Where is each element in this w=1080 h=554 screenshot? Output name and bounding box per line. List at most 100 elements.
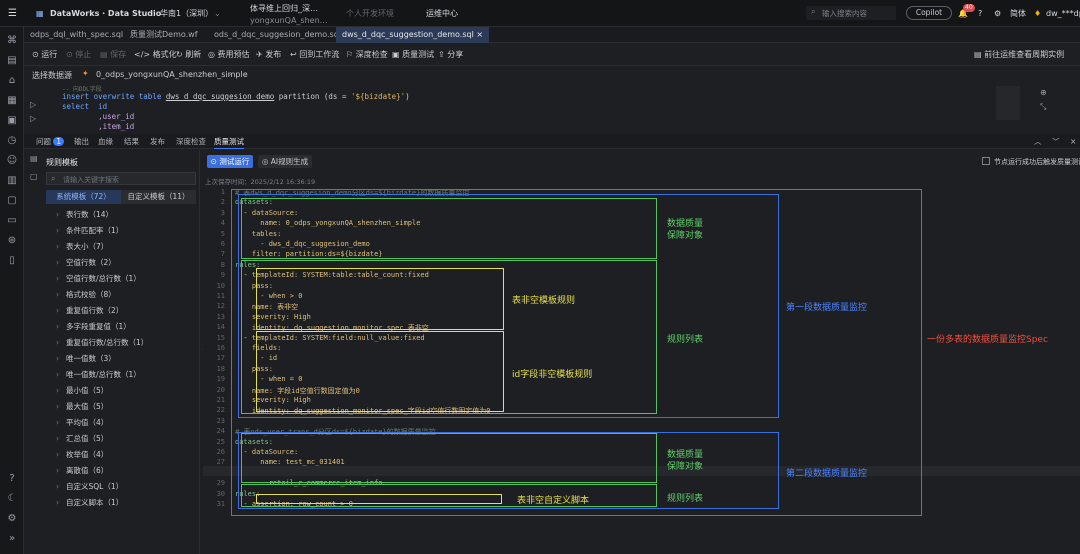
compress-icon[interactable]: ⤡ (1040, 102, 1047, 111)
tab-deep-check[interactable]: 深度检查 (176, 137, 206, 146)
doc-icon[interactable]: ▢ (30, 172, 38, 181)
database-icon[interactable]: ▤ (7, 55, 17, 66)
template-tree-item[interactable]: ›汇总值（5） (56, 432, 108, 445)
clock-icon[interactable]: ◷ (7, 135, 17, 146)
gear-icon[interactable]: ⚙ (7, 513, 17, 524)
workspace-select[interactable]: 体寻维上回归_深… yongxunQA_shen… (250, 3, 328, 30)
deep-check-button[interactable]: ⚐ 深度检查 (346, 50, 388, 59)
chevron-down-icon: ⌄ (226, 69, 233, 78)
code-line: datasets: (235, 437, 273, 446)
bell-icon[interactable]: 🔔 (958, 9, 968, 18)
template-tree-item[interactable]: ›表行数（14） (56, 208, 113, 221)
tab-quality-test[interactable]: 质量测试 (214, 134, 244, 149)
env-select[interactable]: 个人开发环境 (346, 9, 394, 18)
template-search[interactable]: ⌕ 请输入关键字搜索 (46, 172, 196, 185)
publish-button[interactable]: ✈ 发布 (256, 50, 282, 59)
template-tree-item[interactable]: ›最小值（5） (56, 384, 108, 397)
datasource-select[interactable]: 0_odps_yongxunQA_shenzhen_simple (96, 70, 248, 79)
template-tree-item[interactable]: ›最大值（5） (56, 400, 108, 413)
template-tree-item[interactable]: ›唯一值数（3） (56, 352, 116, 365)
region-select[interactable]: 华南1（深圳） (160, 9, 214, 18)
template-tree-item-label: 最小值（5） (66, 386, 109, 395)
template-tree-item[interactable]: ›平均值（4） (56, 416, 108, 429)
play-icon[interactable]: ▷ (30, 100, 37, 109)
chevron-up-icon[interactable]: ︿ (1034, 137, 1042, 146)
template-tree-item[interactable]: ›条件匹配率（1） (56, 224, 123, 237)
search-box[interactable]: ⌕ 输入搜索内容 (806, 6, 896, 20)
close-icon[interactable]: × (476, 30, 484, 39)
tab-file-3[interactable]: ods_d_dqc_suggesion_demo.sql (214, 30, 342, 39)
template-tree-item[interactable]: ›重复值行数/总行数（1） (56, 336, 148, 349)
line-number: 1 (220, 188, 225, 196)
trash-icon[interactable]: ▯ (9, 255, 15, 266)
template-tree-item[interactable]: ›多字段重复值（1） (56, 320, 131, 333)
run-label: 运行 (41, 50, 58, 59)
format-button[interactable]: </> 格式化 (134, 50, 177, 59)
template-tree-item[interactable]: ›空值行数（2） (56, 256, 116, 269)
stop-button[interactable]: ⊙ 停止 (66, 50, 92, 59)
chevron-down-icon[interactable]: ﹀ (1052, 137, 1060, 146)
copilot-button[interactable]: Copilot (906, 6, 952, 20)
annot-dataset-1b: 保障对象 (667, 231, 704, 241)
template-tree-item[interactable]: ›自定义脚本（1） (56, 496, 123, 509)
workflow-button[interactable]: ↩ 回到工作流 (290, 50, 340, 59)
goto-ops-button[interactable]: ▤ 前往运维查看周期实例 (974, 50, 1065, 59)
template-tree-item[interactable]: ›重复值行数（2） (56, 304, 123, 317)
top-bar: ☰ ▦ DataWorks · Data Studio 华南1（深圳） ⌄ 体寻… (0, 0, 1080, 27)
search-input[interactable]: 输入搜索内容 (822, 9, 867, 18)
tab-output[interactable]: 输出 (74, 137, 89, 146)
table-icon[interactable]: ▦ (7, 95, 17, 106)
locate-icon[interactable]: ⊕ (1040, 88, 1047, 97)
home-icon[interactable]: ⌂ (8, 75, 16, 86)
moon-icon[interactable]: ☾ (7, 493, 17, 504)
sql-editor[interactable]: ▷ ▷ -- 向DDL字段 insert overwrite table dws… (24, 84, 1080, 134)
tab-file-4[interactable]: dws_d_dqc_suggestion_demo.sql × (336, 27, 490, 43)
run-button[interactable]: ⊙ 运行 (32, 50, 58, 59)
save-button[interactable]: ▤ 保存 (100, 50, 127, 59)
message-icon[interactable]: ▭ (7, 215, 17, 226)
ops-center-link[interactable]: 运维中心 (426, 9, 458, 18)
file-icon[interactable]: ▢ (7, 195, 17, 206)
play-icon[interactable]: ▷ (30, 114, 37, 123)
settings-icon[interactable]: ⊛ (7, 235, 17, 246)
tab-lineage[interactable]: 血缘 (98, 137, 113, 146)
close-icon[interactable]: × (1070, 137, 1077, 146)
template-tree-item[interactable]: ›表大小（7） (56, 240, 108, 253)
list-icon[interactable]: ▤ (30, 154, 38, 163)
menu-icon[interactable]: ☰ (8, 8, 17, 19)
help-icon[interactable]: ? (978, 9, 983, 18)
template-tree-item[interactable]: ›格式校验（8） (56, 288, 116, 301)
code-icon[interactable]: ⌘ (7, 35, 17, 46)
minimap[interactable] (996, 86, 1020, 120)
template-search-input[interactable]: 请输入关键字搜索 (63, 176, 119, 184)
tab-publish[interactable]: 发布 (150, 137, 165, 146)
calendar-icon[interactable]: ▣ (7, 115, 17, 126)
tab-file-2[interactable]: 质量测试Demo.wf (130, 30, 198, 39)
cost-button[interactable]: ◎ 费用预估 (208, 50, 250, 59)
template-tree-item[interactable]: ›唯一值数/总行数（1） (56, 368, 141, 381)
refresh-button[interactable]: ↻ 刷新 (176, 50, 202, 59)
quality-test-label: 质量测试 (402, 50, 435, 59)
trigger-checkbox[interactable] (982, 157, 990, 165)
template-tree-item-label: 空值行数/总行数（1） (66, 274, 141, 283)
chart-icon[interactable]: ▥ (7, 175, 17, 186)
template-tree-item[interactable]: ›自定义SQL（1） (56, 480, 123, 493)
test-run-button[interactable]: ⊙ 测试运行 (207, 155, 253, 168)
gear-icon[interactable]: ⚙ (994, 9, 1002, 18)
tab-issues[interactable]: 问题 1 (36, 134, 65, 149)
quality-test-button[interactable]: ▣ 质量测试 (392, 50, 435, 59)
tab-file-1[interactable]: odps_dql_with_spec.sql (30, 30, 124, 39)
template-tree-item[interactable]: ›枚举值（4） (56, 448, 108, 461)
language-select[interactable]: 简体 (1010, 9, 1026, 18)
tab-system-templates[interactable]: 系统模板（72） (46, 190, 121, 204)
tab-results[interactable]: 结果 (124, 137, 139, 146)
user-name[interactable]: dw_***dp3 (1046, 9, 1080, 18)
ai-rule-button[interactable]: ◎ AI规则生成 (258, 155, 312, 168)
collapse-icon[interactable]: » (8, 533, 16, 544)
share-button[interactable]: ⇪ 分享 (438, 50, 464, 59)
help-circle-icon[interactable]: ? (9, 473, 15, 484)
tab-custom-templates[interactable]: 自定义模板（11） (121, 190, 196, 204)
template-tree-item[interactable]: ›离散值（6） (56, 464, 108, 477)
template-tree-item[interactable]: ›空值行数/总行数（1） (56, 272, 141, 285)
user-icon[interactable]: ☺ (6, 155, 18, 166)
